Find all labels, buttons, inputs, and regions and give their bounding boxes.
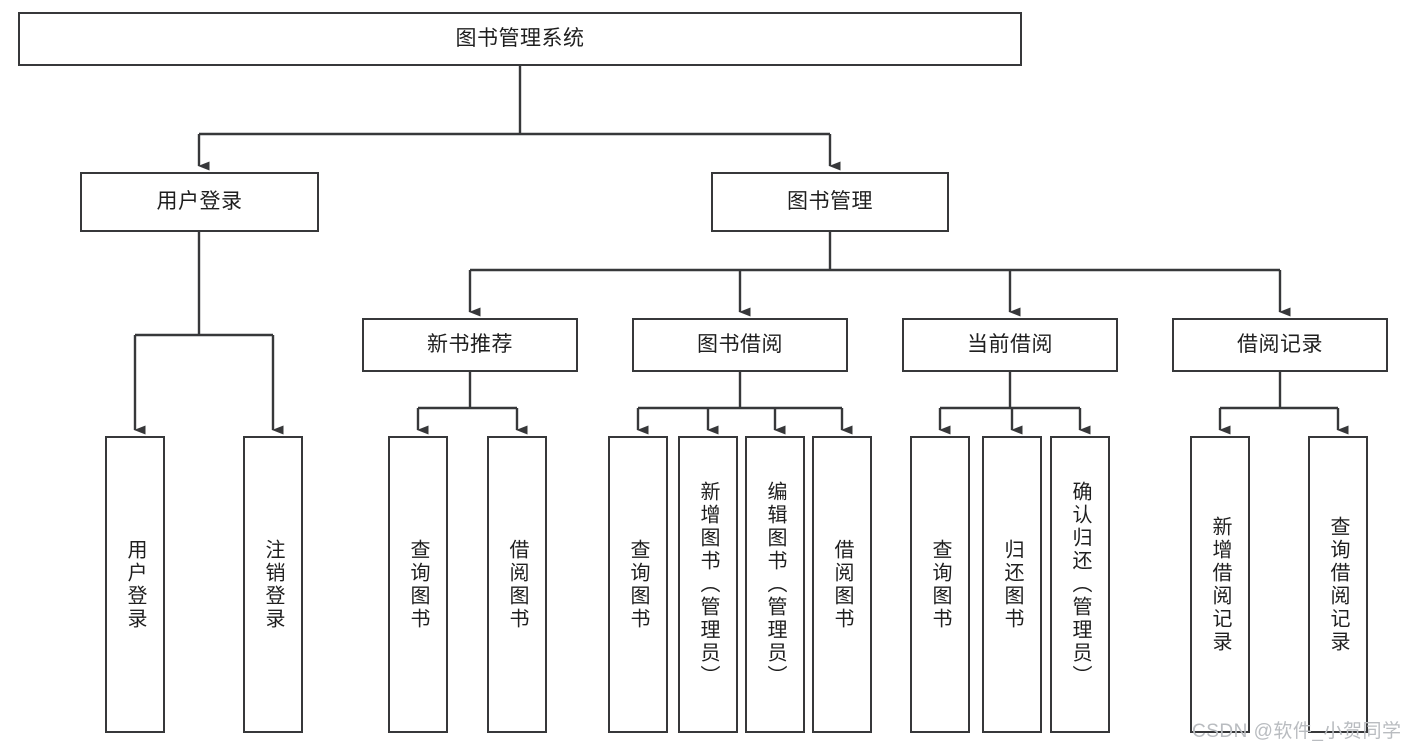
- node-leaf[interactable]: 新增借阅记录: [1190, 436, 1250, 733]
- csdn-watermark: CSDN @软件_小贺同学: [1192, 721, 1402, 742]
- node-leaf[interactable]: 查询借阅记录: [1308, 436, 1368, 733]
- node-user-login[interactable]: 用户登录: [80, 172, 319, 232]
- node-leaf[interactable]: 借阅图书: [487, 436, 547, 733]
- node-leaf-label: 借阅图书: [831, 538, 853, 631]
- node-leaf[interactable]: 注销登录: [243, 436, 303, 733]
- node-current-borrow[interactable]: 当前借阅: [902, 318, 1118, 372]
- node-leaf-label: 借阅图书: [506, 538, 528, 631]
- node-leaf[interactable]: 编辑图书（管理员）: [745, 436, 805, 733]
- node-leaf-label: 归还图书: [1001, 538, 1023, 631]
- node-leaf-label: 编辑图书（管理员）: [764, 481, 786, 688]
- node-new-book-recommend-label: 新书推荐: [427, 333, 513, 357]
- node-leaf-label: 查询借阅记录: [1327, 515, 1349, 654]
- node-leaf-label: 查询图书: [407, 538, 429, 631]
- node-leaf-label: 新增借阅记录: [1209, 515, 1231, 654]
- node-leaf[interactable]: 借阅图书: [812, 436, 872, 733]
- node-leaf[interactable]: 确认归还（管理员）: [1050, 436, 1110, 733]
- node-book-borrow-label: 图书借阅: [697, 333, 783, 357]
- node-borrow-record[interactable]: 借阅记录: [1172, 318, 1388, 372]
- node-leaf-label: 查询图书: [929, 538, 951, 631]
- node-leaf[interactable]: 查询图书: [608, 436, 668, 733]
- node-user-login-label: 用户登录: [156, 190, 243, 214]
- node-leaf[interactable]: 用户登录: [105, 436, 165, 733]
- node-book-borrow[interactable]: 图书借阅: [632, 318, 848, 372]
- node-new-book-recommend[interactable]: 新书推荐: [362, 318, 578, 372]
- node-root-system[interactable]: 图书管理系统: [18, 12, 1022, 66]
- node-leaf[interactable]: 查询图书: [388, 436, 448, 733]
- node-leaf-label: 新增图书（管理员）: [697, 481, 719, 688]
- node-leaf[interactable]: 新增图书（管理员）: [678, 436, 738, 733]
- node-leaf[interactable]: 查询图书: [910, 436, 970, 733]
- node-leaf-label: 注销登录: [262, 538, 284, 631]
- node-leaf-label: 查询图书: [627, 538, 649, 631]
- node-book-management[interactable]: 图书管理: [711, 172, 949, 232]
- node-leaf-label: 确认归还（管理员）: [1069, 481, 1091, 688]
- node-root-label: 图书管理系统: [455, 27, 585, 51]
- node-leaf-label: 用户登录: [124, 538, 146, 631]
- node-borrow-record-label: 借阅记录: [1237, 333, 1323, 357]
- node-leaf[interactable]: 归还图书: [982, 436, 1042, 733]
- node-book-management-label: 图书管理: [787, 190, 873, 214]
- node-current-borrow-label: 当前借阅: [967, 333, 1053, 357]
